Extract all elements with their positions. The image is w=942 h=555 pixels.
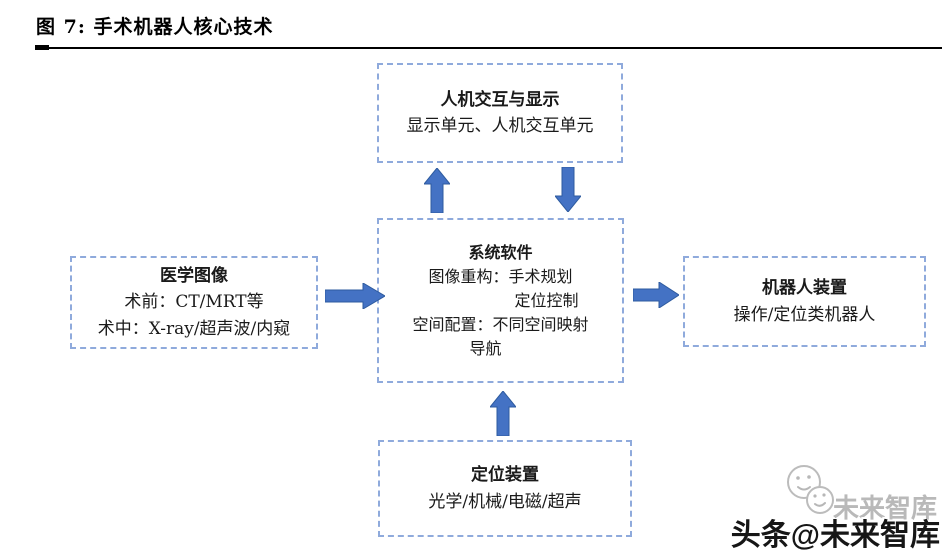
node-system-software-title: 系统软件	[468, 242, 533, 262]
node-medical-imaging-line: 术中：X-ray/超声波/内窥	[97, 318, 291, 339]
figure-title: 图 7: 手术机器人核心技术	[36, 16, 274, 38]
node-medical-imaging-line: 术前：CT/MRT等	[124, 292, 264, 313]
node-medical-imaging-title: 医学图像	[160, 265, 228, 286]
arrow-up-software-to-hmi-icon	[424, 168, 450, 213]
node-robot-device: 机器人装置 操作/定位类机器人	[683, 256, 926, 347]
title-divider	[35, 47, 942, 49]
arrow-down-hmi-to-software-icon	[555, 167, 581, 212]
node-robot-device-title: 机器人装置	[762, 278, 847, 299]
smiley-faces-icon	[787, 465, 834, 514]
node-hmi-line: 显示单元、人机交互单元	[406, 116, 594, 136]
node-system-software-line: 图像重构：手术规划	[428, 266, 573, 286]
arrow-right-software-to-robot-icon	[633, 282, 679, 308]
arrow-up-positioning-to-software-icon	[490, 391, 516, 436]
node-medical-imaging: 医学图像 术前：CT/MRT等 术中：X-ray/超声波/内窥	[70, 256, 318, 349]
watermark-ghost-text: 未来智库	[832, 493, 937, 523]
node-positioning-device-line: 光学/机械/电磁/超声	[428, 491, 582, 512]
title-divider-tick	[35, 45, 49, 50]
watermark-main-text: 头条@未来智库	[730, 519, 940, 552]
node-system-software-line: 定位控制	[514, 290, 579, 310]
arrow-right-imaging-to-software-icon	[325, 283, 385, 309]
node-hmi-title: 人机交互与显示	[440, 89, 560, 110]
node-system-software-line: 导航	[469, 338, 502, 358]
node-hmi: 人机交互与显示 显示单元、人机交互单元	[377, 63, 623, 163]
node-system-software: 系统软件 图像重构：手术规划 定位控制 空间配置：不同空间映射 导航	[377, 218, 624, 383]
node-positioning-device-title: 定位装置	[471, 465, 539, 486]
node-system-software-line: 空间配置：不同空间映射	[412, 314, 589, 334]
node-positioning-device: 定位装置 光学/机械/电磁/超声	[378, 440, 632, 537]
node-robot-device-line: 操作/定位类机器人	[733, 304, 876, 325]
